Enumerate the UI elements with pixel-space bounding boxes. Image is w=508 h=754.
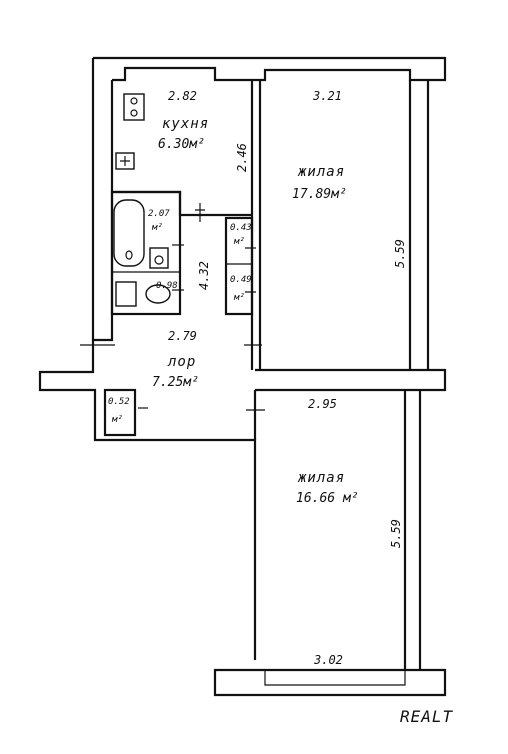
closet-3-block bbox=[103, 388, 137, 437]
living-bottom-area: 16.66 м² bbox=[296, 491, 359, 506]
hall-length: 4.32 bbox=[197, 261, 211, 290]
closet-2-area: 0.49 bbox=[230, 275, 252, 285]
toilet-area: 0.98 bbox=[156, 281, 178, 291]
kitchen-width: 2.82 bbox=[168, 89, 197, 103]
kitchen-depth: 2.46 bbox=[235, 143, 249, 172]
closet-1-unit: м² bbox=[233, 237, 245, 247]
closet-3-area: 0.52 bbox=[108, 397, 130, 407]
hall-width: 2.79 bbox=[168, 329, 197, 343]
wall-bottom bbox=[213, 668, 447, 697]
door-closets bbox=[245, 247, 256, 293]
living-top-width: 3.21 bbox=[312, 89, 342, 103]
bathtub-icon bbox=[113, 199, 145, 267]
living-top-name: жилая bbox=[297, 164, 345, 180]
closet-1-area: 0.43 bbox=[230, 223, 252, 233]
living-bottom-depth: 5.59 bbox=[389, 519, 403, 548]
bath-sink-icon bbox=[149, 247, 169, 269]
hall-name: лор bbox=[167, 354, 196, 370]
toilet-cistern-icon bbox=[115, 281, 137, 307]
fixtures bbox=[113, 93, 171, 307]
living-top-depth: 5.59 bbox=[393, 239, 407, 268]
watermark: REALT bbox=[400, 707, 454, 726]
wall-kitchen-living bbox=[250, 80, 262, 370]
wall-right-upper bbox=[408, 80, 430, 370]
living-top-area: 17.89м² bbox=[292, 187, 347, 202]
interior-walls bbox=[103, 80, 262, 440]
wall-left-lower bbox=[38, 340, 257, 660]
wall-bottom-window bbox=[264, 670, 406, 686]
closet-3-unit: м² bbox=[111, 415, 123, 425]
kitchen-name: кухня bbox=[162, 116, 209, 132]
bathroom-block bbox=[110, 190, 182, 316]
closet-2-unit: м² bbox=[233, 293, 245, 303]
living-bottom-name: жилая bbox=[297, 470, 345, 486]
door-marks bbox=[80, 203, 265, 411]
closets-block bbox=[224, 216, 254, 316]
toilet-bowl-icon bbox=[145, 284, 171, 304]
wall-left bbox=[91, 58, 114, 342]
bathroom-unit: м² bbox=[151, 223, 163, 233]
stove-icon bbox=[123, 93, 145, 121]
bathroom-area: 2.07 bbox=[148, 209, 170, 219]
hall-area: 7.25м² bbox=[152, 375, 199, 390]
door-kitchen bbox=[195, 203, 205, 222]
living-bottom-width-top: 2.95 bbox=[308, 397, 337, 411]
wall-top bbox=[93, 56, 447, 82]
kitchen-area: 6.30м² bbox=[158, 137, 205, 152]
living-bottom-width-bottom: 3.02 bbox=[313, 653, 343, 667]
wall-right-lower bbox=[403, 390, 422, 670]
wall-right-ledge bbox=[255, 368, 447, 392]
outer-walls bbox=[38, 56, 447, 697]
